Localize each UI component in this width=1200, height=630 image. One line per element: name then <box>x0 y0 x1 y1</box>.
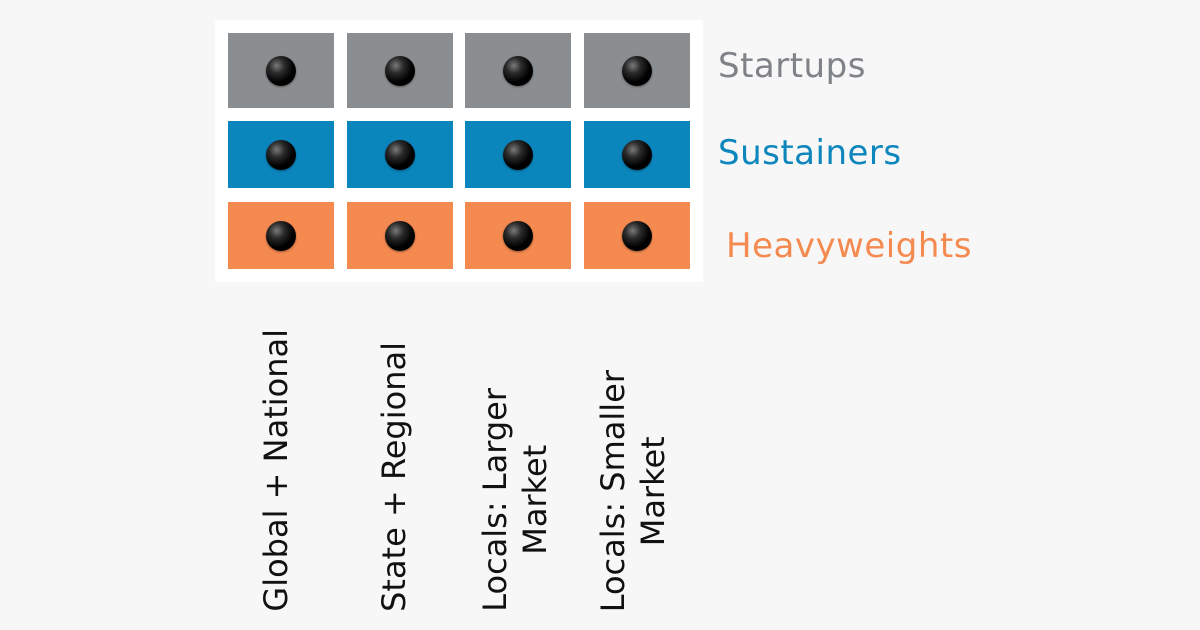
black-sphere-icon <box>622 220 652 251</box>
black-sphere-icon <box>503 55 533 86</box>
column-label: Locals: Smaller Market <box>588 312 678 612</box>
matrix-cell <box>465 33 571 108</box>
matrix-cell <box>347 202 453 269</box>
black-sphere-icon <box>266 139 296 170</box>
column-label: Locals: Larger Market <box>470 312 560 612</box>
black-sphere-icon <box>503 139 533 170</box>
column-label-text: Locals: Larger Market <box>476 388 554 612</box>
matrix-cell <box>228 202 334 269</box>
column-label-text: Global + National <box>257 329 295 612</box>
matrix-cell <box>584 202 690 269</box>
matrix-cell <box>584 33 690 108</box>
black-sphere-icon <box>622 55 652 86</box>
column-label: State + Regional <box>349 312 439 612</box>
matrix-cell <box>347 121 453 188</box>
column-label-text: State + Regional <box>375 342 413 612</box>
column-label: Global + National <box>231 312 321 612</box>
black-sphere-icon <box>266 220 296 251</box>
black-sphere-icon <box>385 139 415 170</box>
matrix-cell <box>347 33 453 108</box>
black-sphere-icon <box>503 220 533 251</box>
row-label-startups: Startups <box>718 46 866 86</box>
black-sphere-icon <box>622 139 652 170</box>
matrix-cell <box>584 121 690 188</box>
matrix-cell <box>465 121 571 188</box>
black-sphere-icon <box>385 220 415 251</box>
row-label-sustainers: Sustainers <box>718 133 902 173</box>
matrix-cell <box>228 121 334 188</box>
matrix-panel <box>215 20 703 282</box>
column-label-text: Locals: Smaller Market <box>594 369 672 612</box>
black-sphere-icon <box>385 55 415 86</box>
row-label-heavyweights: Heavyweights <box>726 226 972 266</box>
matrix-cell <box>465 202 571 269</box>
black-sphere-icon <box>266 55 296 86</box>
matrix-cell <box>228 33 334 108</box>
